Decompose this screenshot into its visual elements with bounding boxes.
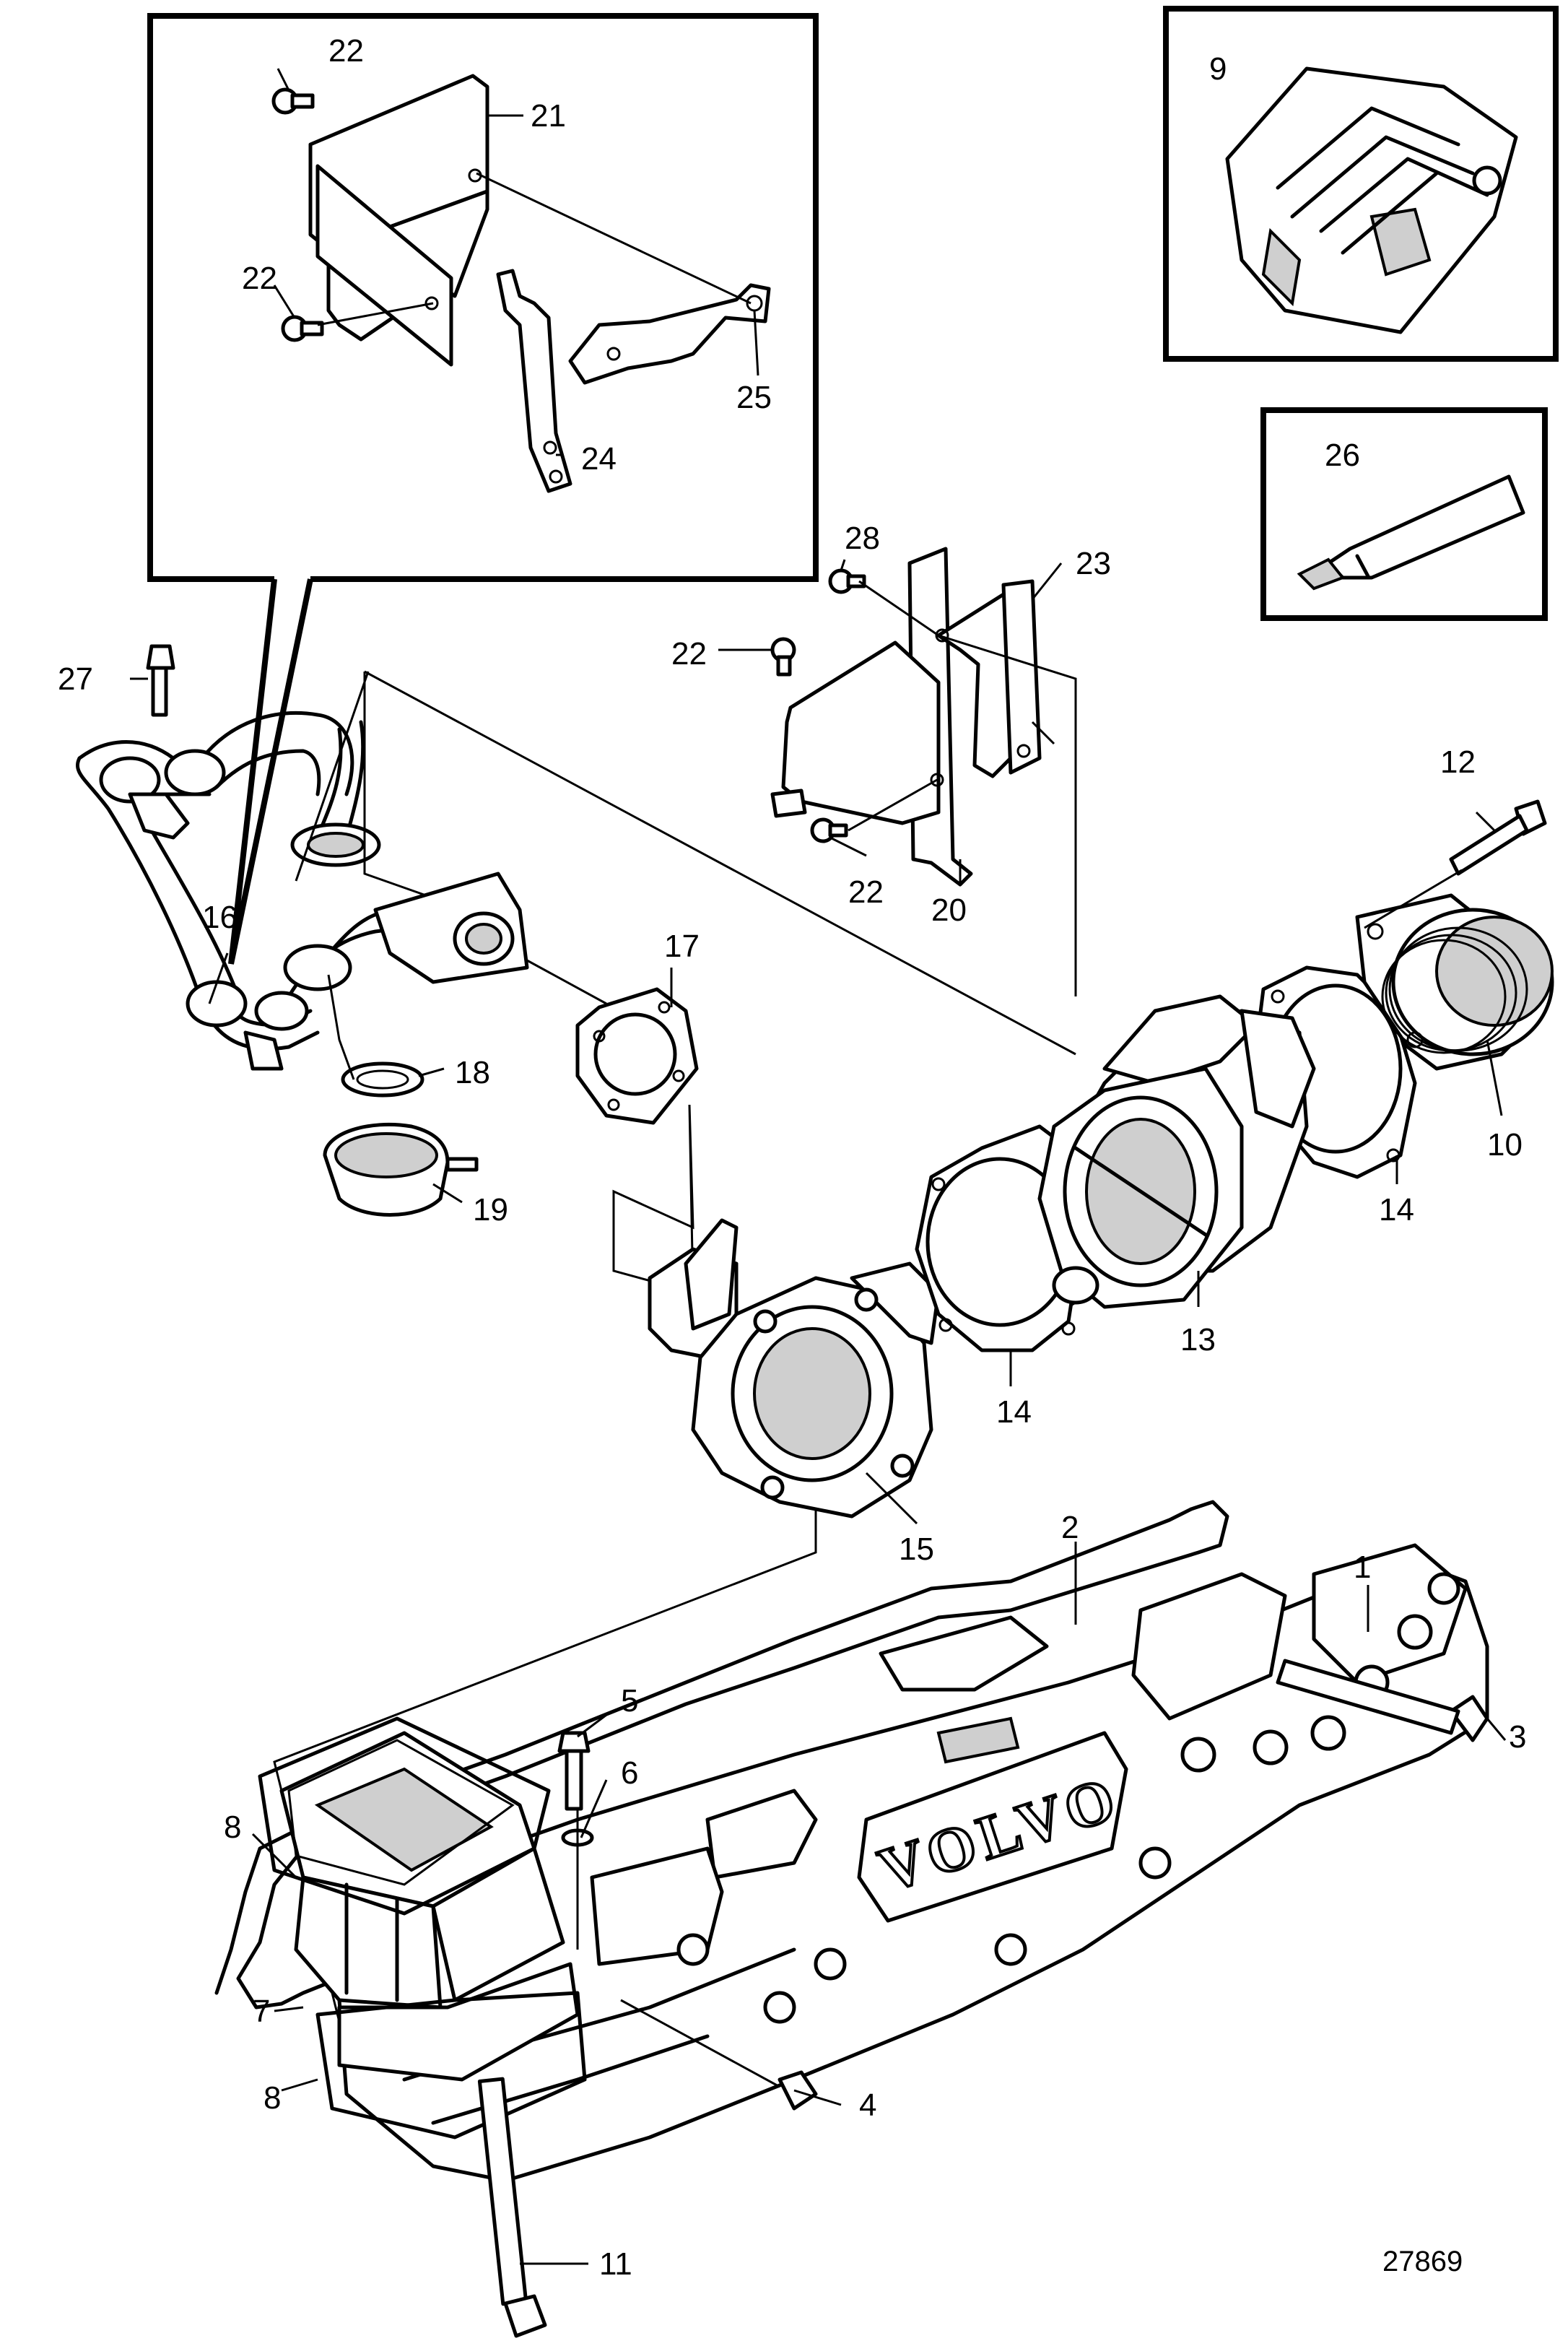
- callout-11: 11: [599, 2246, 632, 2282]
- callout-22-inset-top: 22: [328, 33, 364, 69]
- part-21-heat-shield: [308, 74, 489, 367]
- callout-22-bracket-bottom: 22: [848, 874, 884, 910]
- callout-14-upper: 14: [1379, 1192, 1414, 1228]
- part-8-gasket-upper: [258, 1716, 551, 1916]
- callout-2: 2: [1061, 1510, 1079, 1545]
- callout-21: 21: [531, 98, 566, 134]
- callout-1: 1: [1354, 1550, 1371, 1585]
- diagram-reference-number: 27869: [1382, 2246, 1463, 2277]
- callout-14-lower: 14: [996, 1394, 1032, 1430]
- part-17-gasket: [575, 987, 699, 1125]
- callout-23: 23: [1076, 546, 1111, 581]
- part-27-screw: [146, 644, 175, 717]
- egr-pipe-assembly: [75, 644, 529, 1217]
- callout-28: 28: [845, 521, 880, 556]
- callout-16: 16: [202, 900, 238, 935]
- part-15-egr-housing: [648, 1218, 941, 1519]
- callout-leaders: [130, 68, 1507, 2265]
- inset-part-9: [1163, 6, 1559, 362]
- part-24-bracket: [496, 269, 572, 493]
- bracket-detail-inset: [147, 13, 819, 965]
- part-22-screw-lower: [281, 315, 324, 342]
- part-13-throttle-body: [1037, 994, 1316, 1309]
- part-22-screw-top: [770, 637, 796, 677]
- callout-labels: 1 2 3 4 5 6 7 8 8 9 10 11 12 13 14 14 15…: [58, 33, 1526, 2282]
- callout-24: 24: [581, 441, 617, 477]
- part-16-egr-pipe: [75, 711, 529, 1071]
- part-12-screw: [1449, 799, 1547, 876]
- callout-8-lower: 8: [263, 2080, 281, 2116]
- callout-20: 20: [931, 892, 967, 928]
- part-11-screw: [477, 2077, 547, 2338]
- callout-27: 27: [58, 661, 93, 697]
- part-18-gasket: [341, 1061, 424, 1098]
- part-19-clamp: [323, 1122, 479, 1217]
- callout-9: 9: [1209, 51, 1227, 87]
- part-5-screw: [557, 1731, 591, 1811]
- callout-13: 13: [1180, 1322, 1216, 1357]
- part-4-screw: [620, 1999, 818, 2111]
- inset-part-26: [1260, 407, 1548, 621]
- part-22-screw-bottom: [810, 817, 848, 843]
- callout-15: 15: [899, 1532, 934, 1567]
- part-1-intake-manifold: VOLVO: [330, 1543, 1489, 2183]
- part-10-flange: [1355, 893, 1554, 1071]
- callout-5: 5: [621, 1683, 638, 1719]
- callout-7: 7: [253, 1994, 270, 2029]
- callout-6: 6: [621, 1755, 638, 1791]
- callout-4: 4: [859, 2087, 876, 2123]
- callout-22-inset-left: 22: [242, 261, 277, 296]
- callout-8-upper: 8: [224, 1810, 241, 1845]
- callout-12: 12: [1440, 744, 1476, 780]
- part-25-bracket: [568, 283, 771, 385]
- part-9-connector: [1225, 66, 1518, 334]
- part-8-gasket-lower: [315, 1991, 587, 2139]
- callout-19: 19: [473, 1192, 508, 1228]
- part-3-screw: [1276, 1659, 1489, 1742]
- bracket-assembly-20-23: [770, 547, 1077, 996]
- callout-3: 3: [1509, 1719, 1526, 1755]
- part-28-screw: [828, 568, 866, 594]
- part-22-screw-upper: [271, 87, 315, 115]
- part-26-sealant-tube: [1297, 474, 1525, 591]
- callout-25: 25: [736, 380, 772, 415]
- callout-10: 10: [1487, 1127, 1523, 1163]
- callout-17: 17: [664, 929, 700, 964]
- part-7-inlet-elbow: [279, 1731, 580, 2082]
- callout-22-bracket-top: 22: [671, 636, 707, 672]
- callout-26: 26: [1325, 438, 1360, 473]
- callout-18: 18: [455, 1055, 490, 1090]
